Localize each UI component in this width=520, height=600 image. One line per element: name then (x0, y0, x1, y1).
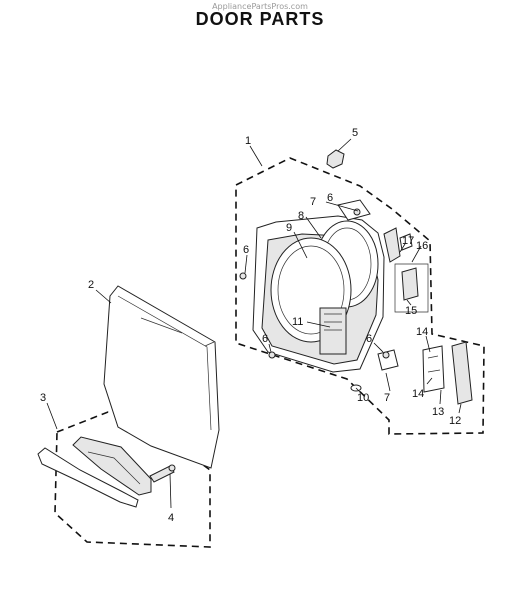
callout-6: 6 (366, 333, 372, 345)
hinge-bracket (422, 341, 473, 405)
callout-6: 6 (262, 333, 268, 345)
leader-lines (46, 138, 462, 509)
screw (239, 208, 390, 359)
callout-13: 13 (432, 406, 444, 418)
callout-17: 17 (402, 235, 414, 247)
callout-2: 2 (88, 279, 94, 291)
callout-9: 9 (286, 222, 292, 234)
callout-14: 14 (412, 388, 424, 400)
watermark-text: AppliancePartsPros.com (212, 2, 308, 11)
callout-7: 7 (384, 392, 390, 404)
callout-16: 16 (416, 240, 428, 252)
callout-11: 11 (292, 316, 303, 328)
callout-12: 12 (449, 415, 461, 427)
inner-door-assembly (252, 215, 385, 392)
callout-5: 5 (352, 127, 358, 139)
callout-8: 8 (298, 210, 304, 222)
door-handle-assembly (37, 436, 152, 508)
hinge-cap (326, 149, 345, 169)
callout-6: 6 (243, 244, 249, 256)
page-title: DOOR PARTS (195, 9, 325, 29)
callout-7: 7 (310, 196, 316, 208)
latch-hardware (383, 227, 429, 313)
callout-10: 10 (357, 392, 369, 404)
group-3-boundary (54, 411, 211, 548)
callout-6: 6 (327, 192, 333, 204)
group-1-boundary (235, 157, 485, 435)
outer-door-panel (103, 285, 220, 469)
callout-3: 3 (40, 392, 46, 404)
handle-screw (149, 464, 176, 483)
callout-15: 15 (405, 305, 417, 317)
callout-4: 4 (168, 512, 174, 524)
callout-14: 14 (416, 326, 428, 338)
callout-1: 1 (245, 135, 251, 147)
